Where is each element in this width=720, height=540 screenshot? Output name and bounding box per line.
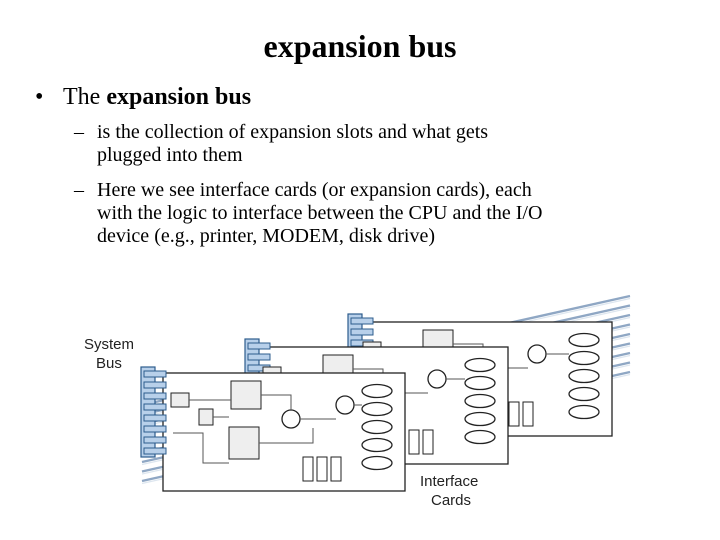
- card-chip: [228, 426, 260, 460]
- card-port-oval: [464, 393, 496, 409]
- card-port-oval: [568, 386, 600, 402]
- card-resistor: [508, 401, 520, 427]
- card-port-oval: [361, 401, 393, 417]
- circuit-trace: [173, 432, 229, 464]
- card-port-oval: [568, 350, 600, 366]
- main-bullet: • The expansion bus: [35, 84, 251, 111]
- connector-contact: [143, 403, 167, 411]
- card-capacitor: [527, 344, 547, 364]
- circuit-trace: [261, 394, 292, 410]
- card-resistor: [422, 429, 434, 455]
- card-port-oval: [464, 429, 496, 445]
- card-port-oval: [361, 437, 393, 453]
- sub-bullet-2-marker: –: [74, 179, 84, 201]
- card-component: [170, 392, 190, 408]
- card-resistor: [408, 429, 420, 455]
- interface-cards-label-line-1: Interface: [420, 473, 478, 490]
- sub-bullet-2-line-1: Here we see interface cards (or expansio…: [97, 179, 532, 201]
- connector-contact: [247, 342, 271, 350]
- sub-bullet-1-line-1: is the collection of expansion slots and…: [97, 121, 489, 143]
- card-port-oval: [568, 332, 600, 348]
- card-resistor: [316, 456, 328, 482]
- card-capacitor: [281, 409, 301, 429]
- connector-contact: [143, 436, 167, 444]
- system-bus-label-line-2: Bus: [96, 355, 122, 372]
- card-port-oval: [568, 368, 600, 384]
- sub-bullet-2-line-3: device (e.g., printer, MODEM, disk drive…: [97, 225, 435, 247]
- card-port-oval: [568, 404, 600, 420]
- interface-card: [140, 366, 406, 492]
- bullet-marker: •: [35, 84, 44, 110]
- connector-contact: [143, 392, 167, 400]
- connector-contact: [143, 414, 167, 422]
- connector-contact: [143, 381, 167, 389]
- card-port-oval: [361, 383, 393, 399]
- bullet-prefix: The: [63, 84, 107, 110]
- card-capacitor: [427, 369, 447, 389]
- card-component: [198, 408, 214, 426]
- connector-contact: [247, 353, 271, 361]
- card-capacitor: [335, 395, 355, 415]
- connector-contact: [143, 370, 167, 378]
- sub-bullet-2-line-2: with the logic to interface between the …: [97, 202, 543, 224]
- sub-bullet-1-line-2: plugged into them: [97, 144, 243, 166]
- card-chip: [230, 380, 262, 410]
- card-port-oval: [464, 357, 496, 373]
- circuit-trace: [259, 428, 314, 444]
- interface-cards: [140, 313, 613, 492]
- system-bus-label-line-1: System: [84, 336, 134, 353]
- card-resistor: [522, 401, 534, 427]
- slide-title: expansion bus: [263, 28, 457, 64]
- card-port-oval: [361, 419, 393, 435]
- connector-contact: [350, 328, 374, 336]
- connector-contact: [350, 317, 374, 325]
- interface-cards-label-line-2: Cards: [431, 492, 471, 509]
- card-port-oval: [361, 455, 393, 471]
- card-port-oval: [464, 375, 496, 391]
- card-edge-connector: [140, 366, 156, 458]
- connector-contact: [143, 447, 167, 455]
- connector-contact: [143, 425, 167, 433]
- card-resistor: [330, 456, 342, 482]
- sub-bullet-1-marker: –: [74, 121, 84, 143]
- card-resistor: [302, 456, 314, 482]
- bullet-bold-term: expansion bus: [106, 84, 252, 110]
- card-port-oval: [464, 411, 496, 427]
